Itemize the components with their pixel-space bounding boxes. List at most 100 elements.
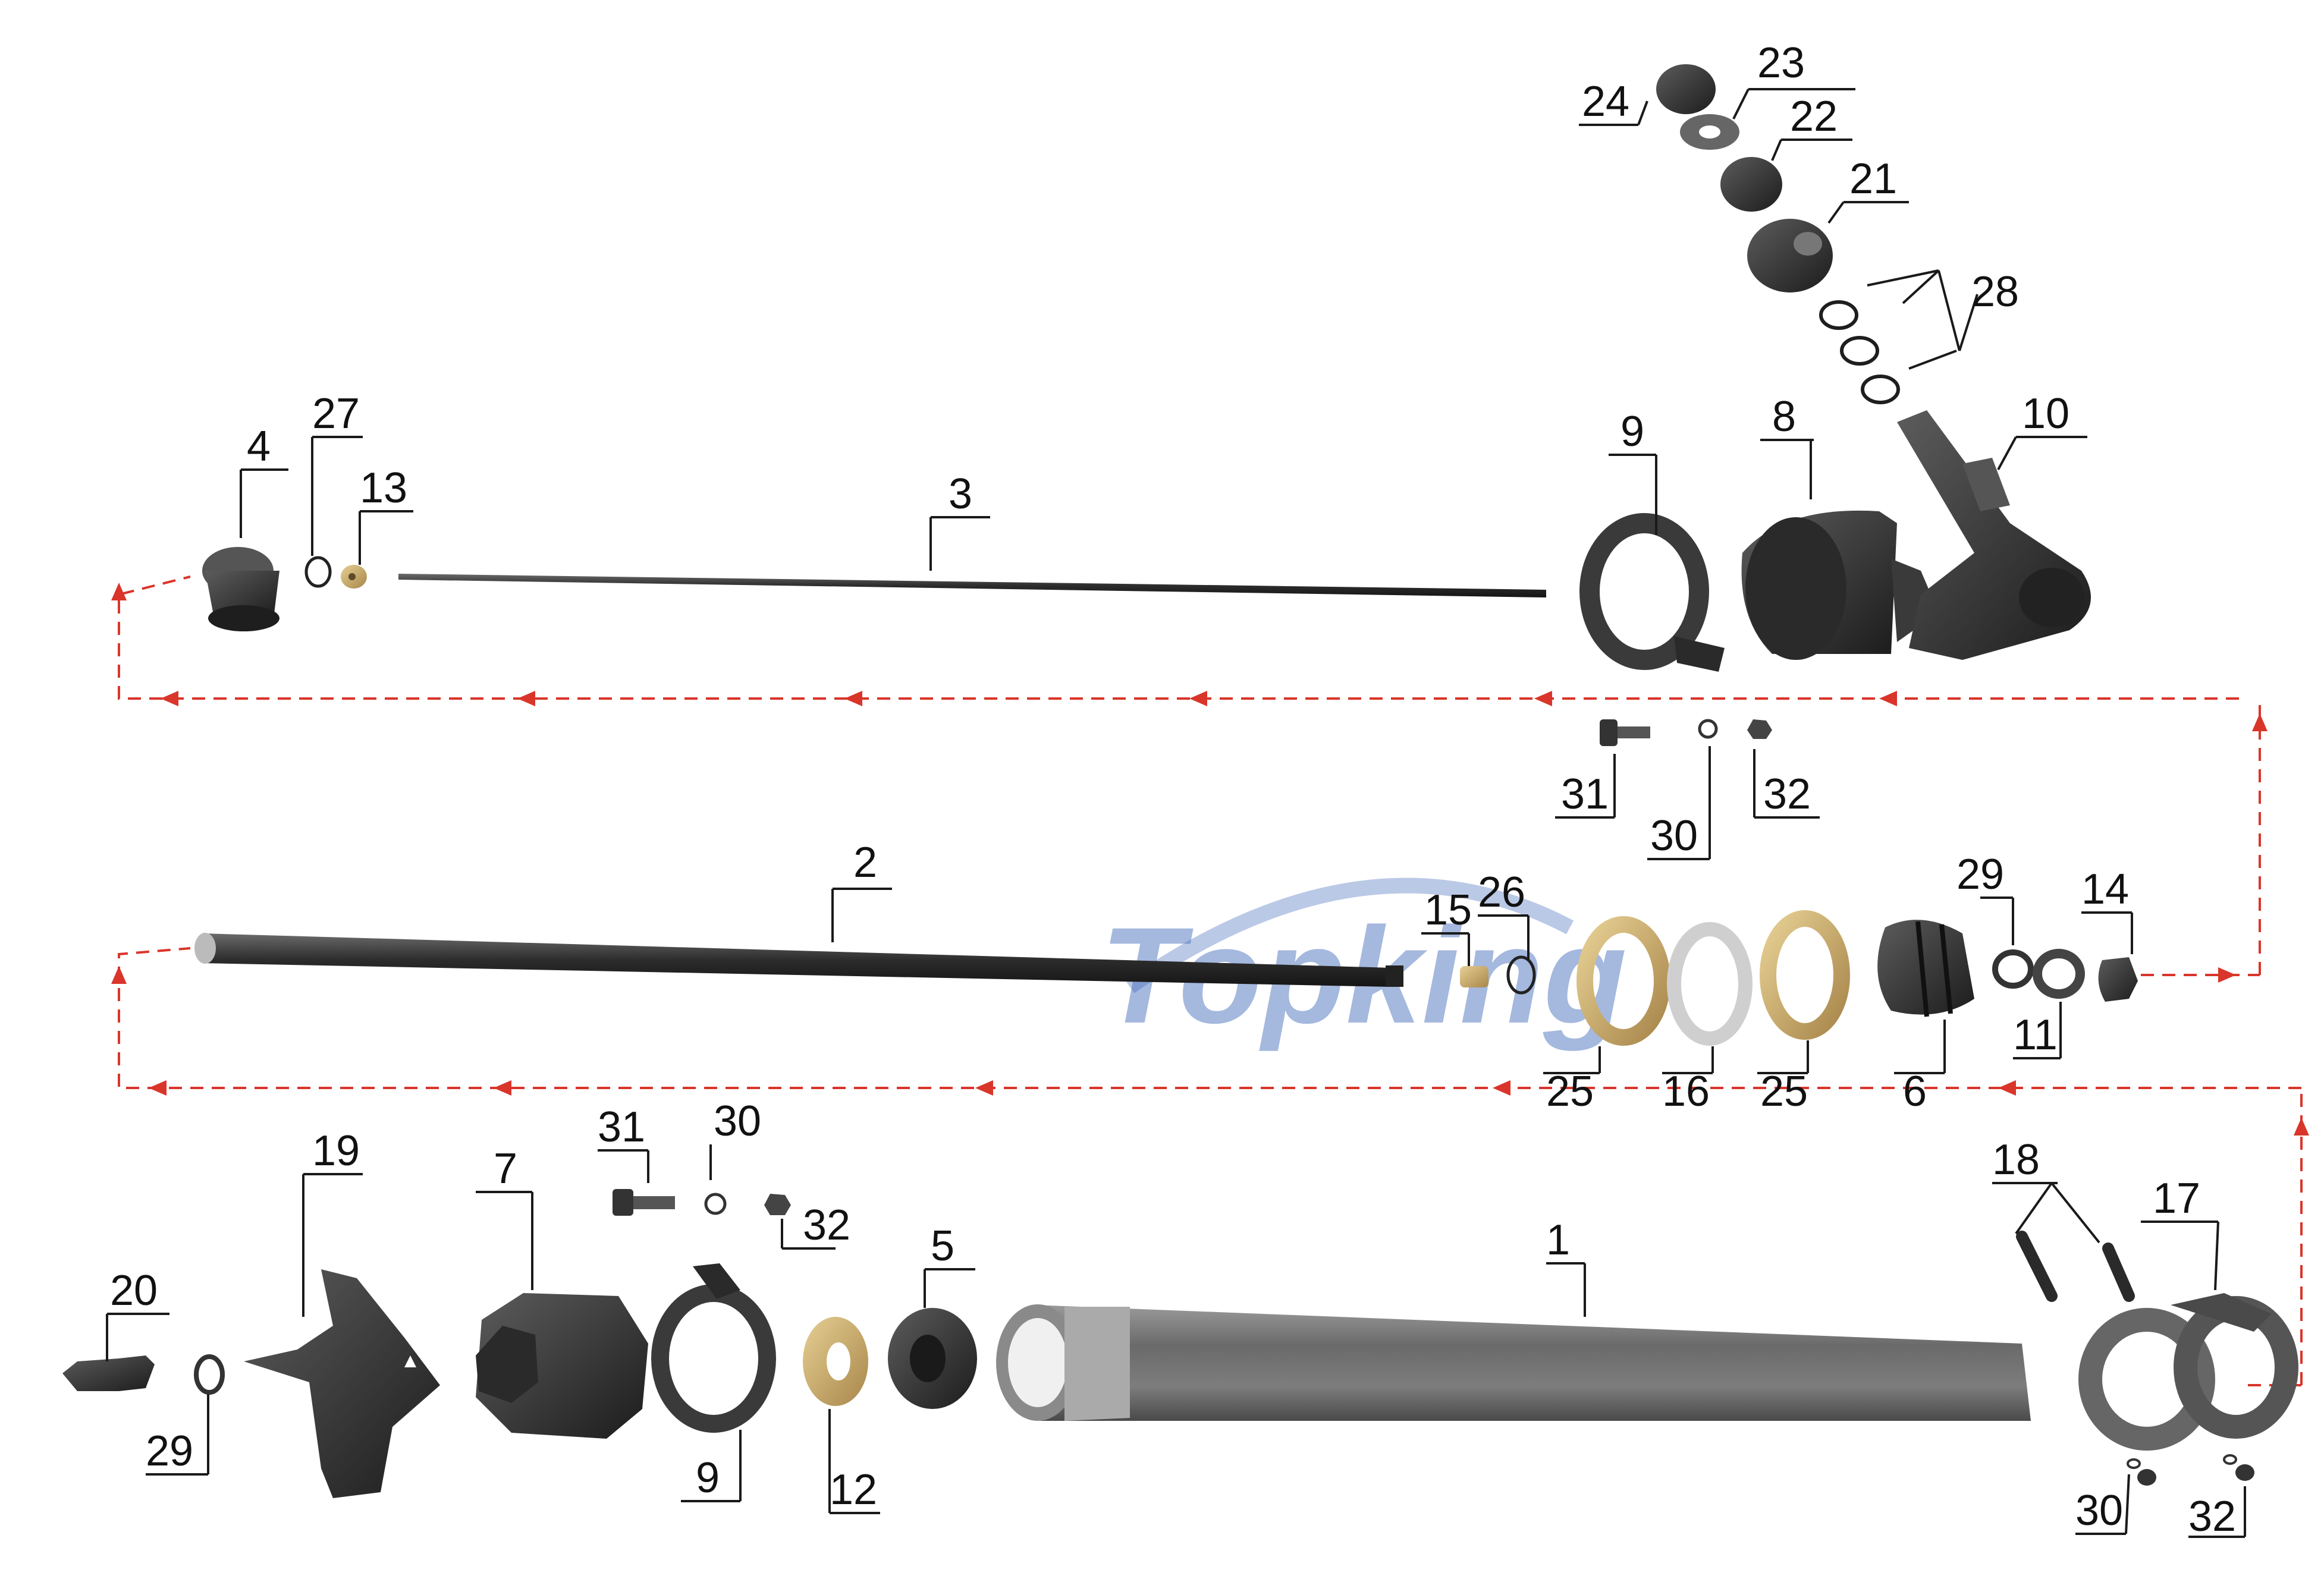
callout-31-bottom: 31 bbox=[598, 1103, 645, 1151]
part-11-ring bbox=[2033, 949, 2085, 999]
callout-13: 13 bbox=[360, 464, 407, 512]
part-16-bushing bbox=[1667, 922, 1753, 1046]
part-15-pin bbox=[1460, 966, 1488, 987]
arrow-head bbox=[111, 583, 127, 600]
part-27-o-ring bbox=[304, 556, 332, 588]
part-10-elbow-shaft bbox=[1897, 410, 2091, 660]
part-3-rod bbox=[398, 574, 1546, 597]
arrow-head bbox=[2252, 713, 2268, 731]
part-21-bushing bbox=[1747, 219, 1833, 292]
arrow-head bbox=[844, 691, 862, 706]
part-30-washer-row3-right-2 bbox=[2137, 1469, 2156, 1486]
leader-lines bbox=[106, 88, 2246, 1538]
callout-29-row3: 29 bbox=[146, 1427, 193, 1475]
callout-27: 27 bbox=[312, 390, 360, 438]
part-29-o-ring-row3 bbox=[194, 1354, 225, 1395]
callout-28: 28 bbox=[1971, 268, 2019, 316]
callout-14: 14 bbox=[2081, 866, 2129, 913]
part-9-clamp-upper bbox=[1579, 513, 1725, 672]
part-19-bracket bbox=[244, 1269, 440, 1498]
callout-23: 23 bbox=[1757, 39, 1805, 87]
callout-9-top: 9 bbox=[1620, 408, 1644, 455]
callout-15: 15 bbox=[1424, 886, 1472, 934]
callout-22: 22 bbox=[1790, 93, 1838, 140]
arrow-head bbox=[1879, 691, 1897, 706]
part-6-boot bbox=[1877, 920, 1974, 1017]
arrow-head bbox=[1493, 1080, 1510, 1096]
part-14-cap-nut bbox=[2098, 957, 2138, 1002]
part-4-cap bbox=[202, 547, 279, 631]
callout-12: 12 bbox=[830, 1466, 877, 1514]
part-29-o-ring-row2 bbox=[1992, 949, 2034, 989]
part-17-double-clamp bbox=[2078, 1293, 2298, 1451]
arrow-head bbox=[111, 966, 127, 984]
callout-30-top: 30 bbox=[1650, 812, 1698, 860]
callout-20: 20 bbox=[110, 1267, 158, 1314]
callout-1: 1 bbox=[1546, 1216, 1570, 1264]
arrow-head bbox=[1534, 691, 1552, 706]
arrow-head bbox=[494, 1080, 511, 1096]
callout-11: 11 bbox=[2013, 1011, 2058, 1059]
part-32-nut-row3 bbox=[764, 1194, 791, 1215]
part-7-nut-housing bbox=[476, 1293, 648, 1439]
part-1-tube bbox=[996, 1304, 2031, 1421]
callout-5: 5 bbox=[931, 1222, 954, 1270]
callout-18: 18 bbox=[1992, 1136, 2040, 1184]
callout-29-row2: 29 bbox=[1956, 851, 2004, 898]
part-28-o-ring bbox=[1861, 375, 1900, 404]
callout-31-top: 31 bbox=[1561, 770, 1609, 818]
part-23-washer bbox=[1680, 114, 1739, 150]
part-30-washer bbox=[1698, 719, 1718, 739]
callout-32-top: 32 bbox=[1763, 770, 1811, 818]
callout-32-bottom: 32 bbox=[803, 1201, 850, 1249]
callout-17: 17 bbox=[2153, 1175, 2200, 1222]
callout-4: 4 bbox=[247, 423, 271, 470]
arrow-head bbox=[975, 1080, 993, 1096]
callout-3: 3 bbox=[949, 470, 972, 518]
callout-labels: 4 27 13 3 9 8 10 24 23 22 21 28 31 30 32… bbox=[110, 39, 2236, 1540]
callout-25-right: 25 bbox=[1760, 1068, 1808, 1115]
arrow-head bbox=[1189, 691, 1207, 706]
assembly-flow-path bbox=[111, 575, 2309, 1386]
arrow-head bbox=[517, 691, 535, 706]
part-32-nut bbox=[1747, 719, 1772, 739]
callout-30-bottom: 30 bbox=[714, 1097, 761, 1145]
arrow-head bbox=[1998, 1080, 2016, 1096]
callout-24: 24 bbox=[1582, 78, 1629, 125]
part-30-washer-row3-right bbox=[2127, 1458, 2141, 1469]
part-32-washer-row3-right-2 bbox=[2223, 1454, 2237, 1465]
part-22-nut bbox=[1720, 157, 1782, 212]
part-26-o-ring bbox=[1506, 955, 1536, 995]
arrow-head bbox=[2294, 1118, 2309, 1136]
part-25-bushing-right bbox=[1760, 910, 1850, 1040]
callout-9-bottom: 9 bbox=[696, 1454, 720, 1502]
callout-8: 8 bbox=[1772, 393, 1796, 441]
part-5-cap bbox=[888, 1308, 977, 1409]
callout-32-bottom-right: 32 bbox=[2188, 1493, 2236, 1540]
part-28-o-ring bbox=[1819, 300, 1858, 330]
callout-19: 19 bbox=[312, 1127, 360, 1175]
callout-2: 2 bbox=[853, 839, 877, 886]
part-30-washer-row3 bbox=[704, 1193, 727, 1215]
part-24-knob bbox=[1656, 64, 1716, 114]
callout-10: 10 bbox=[2022, 390, 2069, 438]
part-13-plug bbox=[341, 565, 367, 589]
callout-7: 7 bbox=[494, 1145, 517, 1193]
arrow-head bbox=[149, 1080, 167, 1096]
part-9-clamp-lower bbox=[651, 1263, 776, 1433]
part-12-bushing bbox=[803, 1317, 868, 1406]
arrow-head bbox=[161, 691, 178, 706]
arrow-head bbox=[2218, 967, 2236, 983]
callout-30-bottom-right: 30 bbox=[2075, 1487, 2123, 1534]
callout-16: 16 bbox=[1662, 1068, 1710, 1115]
part-32-nut-row3-right bbox=[2235, 1464, 2254, 1481]
callout-21: 21 bbox=[1849, 155, 1897, 203]
part-25-bushing-left bbox=[1576, 916, 1670, 1046]
part-2-rod bbox=[194, 933, 1403, 987]
callout-6: 6 bbox=[1903, 1068, 1927, 1115]
part-18-screw bbox=[2102, 1243, 2135, 1302]
part-18-screw bbox=[2016, 1231, 2058, 1302]
callout-26: 26 bbox=[1478, 869, 1525, 916]
part-31-bolt bbox=[1600, 719, 1650, 746]
